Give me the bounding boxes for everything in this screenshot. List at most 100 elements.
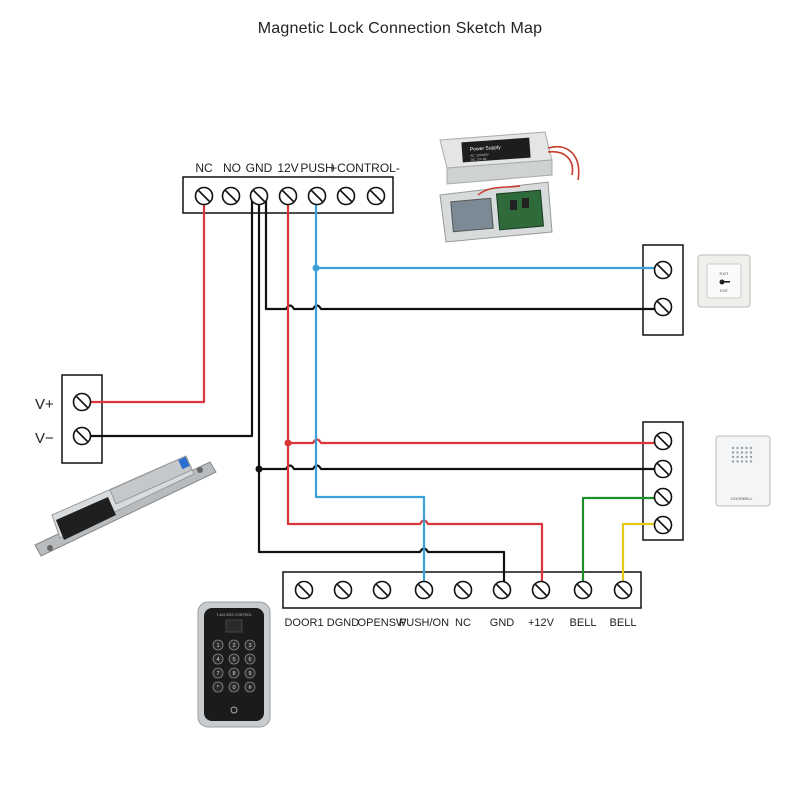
lock-screw-hole	[197, 467, 203, 473]
power-supply-terminal-label: NO	[223, 161, 241, 175]
wire-bell-green	[581, 496, 663, 590]
controller-terminal-label: +12V	[528, 617, 555, 629]
keypad-key-label: 1	[216, 643, 219, 649]
doorbell-grille-hole	[745, 451, 748, 454]
lock-terminal-block: V+ V−	[35, 374, 103, 464]
power-supply-terminal-label: GND	[246, 161, 273, 175]
terminal-screws	[72, 186, 673, 600]
power-supply-screw-slot	[310, 189, 324, 203]
power-supply-transformer	[450, 197, 494, 233]
controller-terminal-label: BELL	[610, 617, 637, 629]
exit-button-screw-slot	[656, 263, 670, 277]
controller-screw-slot	[336, 583, 350, 597]
exit-button-photo: EXIT EXIT	[697, 254, 751, 308]
wire-bell-yellow	[621, 522, 663, 590]
doorbell-label: DOORBELL	[731, 496, 754, 501]
controller-terminal-label: PUSH/ON	[399, 617, 449, 629]
power-supply-terminal-label: 12V	[277, 161, 298, 175]
exit-button-label: EXIT	[720, 271, 729, 276]
power-supply-lid-line: AC: 110/220V	[470, 153, 489, 158]
doorbell-grille-hole	[736, 446, 739, 450]
lock-screw-slot	[75, 429, 89, 443]
keypad-key-label: 3	[248, 643, 251, 649]
power-supply-circuit-board	[495, 189, 545, 231]
keypad-key	[228, 653, 240, 665]
power-supply-screw-slot	[224, 189, 238, 203]
wire-12v-to-doorbell	[288, 438, 663, 445]
wire-12v-to-controller	[286, 196, 544, 590]
power-supply-screw-slot	[197, 189, 211, 203]
exit-button-terminal-block	[642, 244, 684, 336]
power-supply-terminal-label: NC	[195, 161, 213, 175]
keypad-key-label: 2	[232, 643, 235, 649]
doorbell-grille-hole	[740, 455, 744, 459]
power-supply-terminal-label: +CONTROL-	[330, 161, 400, 175]
doorbell-grille-hole	[731, 455, 735, 459]
wire-push-to-controller	[314, 196, 426, 590]
doorbell-screw-slot	[656, 434, 670, 448]
doorbell-grille-hole	[749, 446, 753, 450]
wire-gnd-to-controller-gnd	[257, 196, 506, 590]
doorbell-grille-hole	[731, 451, 735, 454]
doorbell-grille-hole	[749, 451, 753, 454]
diagram-title: Magnetic Lock Connection Sketch Map	[257, 20, 543, 37]
keypad-key-label: 6	[248, 657, 251, 663]
lock-terminal-label: V−	[35, 430, 54, 447]
keypad-key	[228, 667, 240, 679]
doorbell-grille-hole	[736, 455, 739, 459]
power-supply-wires	[547, 145, 580, 181]
controller-screw-slot	[456, 583, 470, 597]
wire-nc-to-lock-vplus	[82, 196, 206, 404]
keypad-key-label: 7	[216, 671, 219, 677]
keypad-key-label: 9	[248, 671, 251, 677]
keypad-key	[212, 681, 224, 693]
doorbell-grille-hole	[731, 446, 735, 450]
exit-button-key-icon	[719, 279, 725, 285]
power-supply-screw-slot	[339, 189, 353, 203]
controller-terminal-label: BELL	[570, 617, 597, 629]
power-supply-capacitor	[510, 200, 517, 210]
power-supply-terminal-label: PUSH	[300, 161, 333, 175]
doorbell-grille-hole	[736, 460, 739, 463]
doorbell-grille-hole	[745, 455, 748, 459]
doorbell-speaker-grille	[731, 446, 753, 463]
exit-button-key-shaft	[724, 281, 730, 283]
junction-12v	[284, 439, 292, 447]
wires	[82, 196, 663, 590]
power-supply-lid-edge	[446, 159, 553, 185]
controller-terminal-label: OPENSW	[358, 617, 408, 629]
keypad-key	[228, 639, 240, 651]
keypad-indicator-icon	[230, 706, 238, 714]
keypad-key-label: 0	[232, 685, 235, 691]
power-supply-screw-slot	[281, 189, 295, 203]
controller-screw-slot	[576, 583, 590, 597]
controller-terminal-label: GND	[490, 617, 515, 629]
keypad-card-area	[225, 619, 243, 633]
lock-cylinder	[109, 455, 193, 505]
keypad-face	[204, 608, 264, 721]
exit-button-terminal-strip	[642, 244, 684, 336]
controller-terminal-label: DGND	[327, 617, 359, 629]
doorbell-photo: DOORBELL	[715, 435, 771, 507]
junction-push	[312, 264, 320, 272]
lock-connector	[178, 456, 190, 470]
power-supply-photo: Power Supply AC: 110/220V DC: 12V 3A	[439, 131, 580, 243]
power-supply-screw-slot	[252, 189, 266, 203]
doorbell-grille-hole	[731, 460, 735, 463]
power-supply-label-plate	[461, 137, 531, 163]
electric-bolt-lock-photo	[34, 455, 217, 557]
doorbell-grille-hole	[745, 460, 748, 463]
controller-terminal-label: NC	[455, 617, 471, 629]
controller-screw-slot	[417, 583, 431, 597]
exit-button-screw-slot	[656, 300, 670, 314]
keypad-key	[212, 667, 224, 679]
lock-terminal-label: V+	[35, 396, 54, 413]
lock-terminal-strip	[61, 374, 103, 464]
power-supply-screw-slot	[369, 189, 383, 203]
